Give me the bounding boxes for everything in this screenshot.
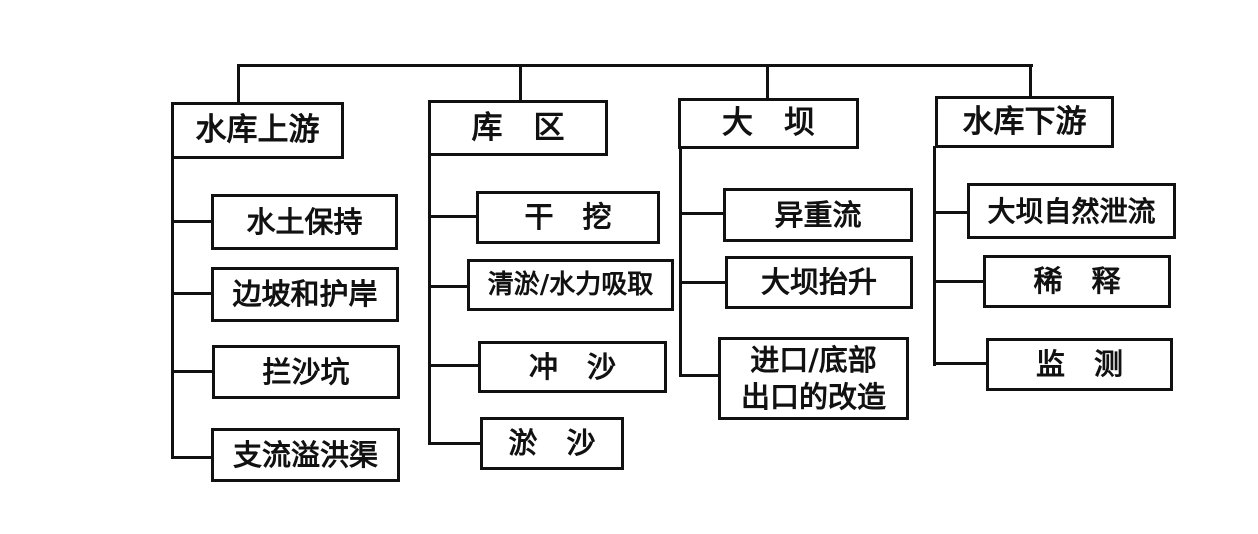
child-connector-line xyxy=(171,220,211,223)
node-soil-water-conservation: 水土保持 xyxy=(211,194,398,250)
child-connector-line xyxy=(933,211,967,214)
child-connector-line xyxy=(933,362,986,365)
child-connector-line xyxy=(679,281,725,284)
node-sediment-deposition: 淤 沙 xyxy=(480,417,624,470)
node-density-current: 异重流 xyxy=(723,188,913,242)
child-connector-line xyxy=(171,456,211,459)
node-dam-raising: 大坝抬升 xyxy=(725,256,913,309)
node-slope-bank-protection: 边坡和护岸 xyxy=(211,267,399,322)
node-reservoir-downstream: 水库下游 xyxy=(935,96,1114,148)
node-dam-natural-discharge: 大坝自然泄流 xyxy=(967,183,1176,239)
node-reservoir-upstream: 水库上游 xyxy=(171,102,344,159)
node-sediment-trap: 拦沙坑 xyxy=(212,345,400,399)
node-monitoring: 监 测 xyxy=(986,338,1173,391)
trunk-line-dam xyxy=(679,148,682,377)
node-tributary-spillway: 支流溢洪渠 xyxy=(211,428,400,482)
child-connector-line xyxy=(428,364,478,367)
branch-drop-line-reservoir-area xyxy=(519,64,522,100)
child-connector-line xyxy=(428,215,476,218)
branch-drop-line-dam xyxy=(766,64,769,98)
branch-drop-line-upstream xyxy=(237,64,240,102)
child-connector-line xyxy=(171,292,211,295)
node-dry-excavation: 干 挖 xyxy=(476,191,660,244)
node-dilution: 稀 释 xyxy=(983,255,1171,308)
child-connector-line xyxy=(428,285,467,288)
node-reservoir-area: 库 区 xyxy=(428,100,608,156)
node-dredging-hydrosuction: 清淤/水力吸取 xyxy=(467,259,674,311)
child-connector-line xyxy=(679,374,718,377)
child-connector-line xyxy=(679,212,723,215)
branch-drop-line-downstream xyxy=(1029,64,1032,96)
trunk-line-upstream xyxy=(171,158,174,459)
node-sediment-flushing: 冲 沙 xyxy=(478,341,667,393)
trunk-line-downstream xyxy=(933,146,936,366)
node-dam: 大 坝 xyxy=(678,98,859,149)
child-connector-line xyxy=(171,370,212,373)
top-connector-line xyxy=(237,64,1033,67)
child-connector-line xyxy=(933,280,983,283)
node-inlet-bottom-outlet-modification: 进口/底部 出口的改造 xyxy=(718,337,909,420)
child-connector-line xyxy=(428,442,480,445)
trunk-line-reservoir-area xyxy=(428,155,431,445)
